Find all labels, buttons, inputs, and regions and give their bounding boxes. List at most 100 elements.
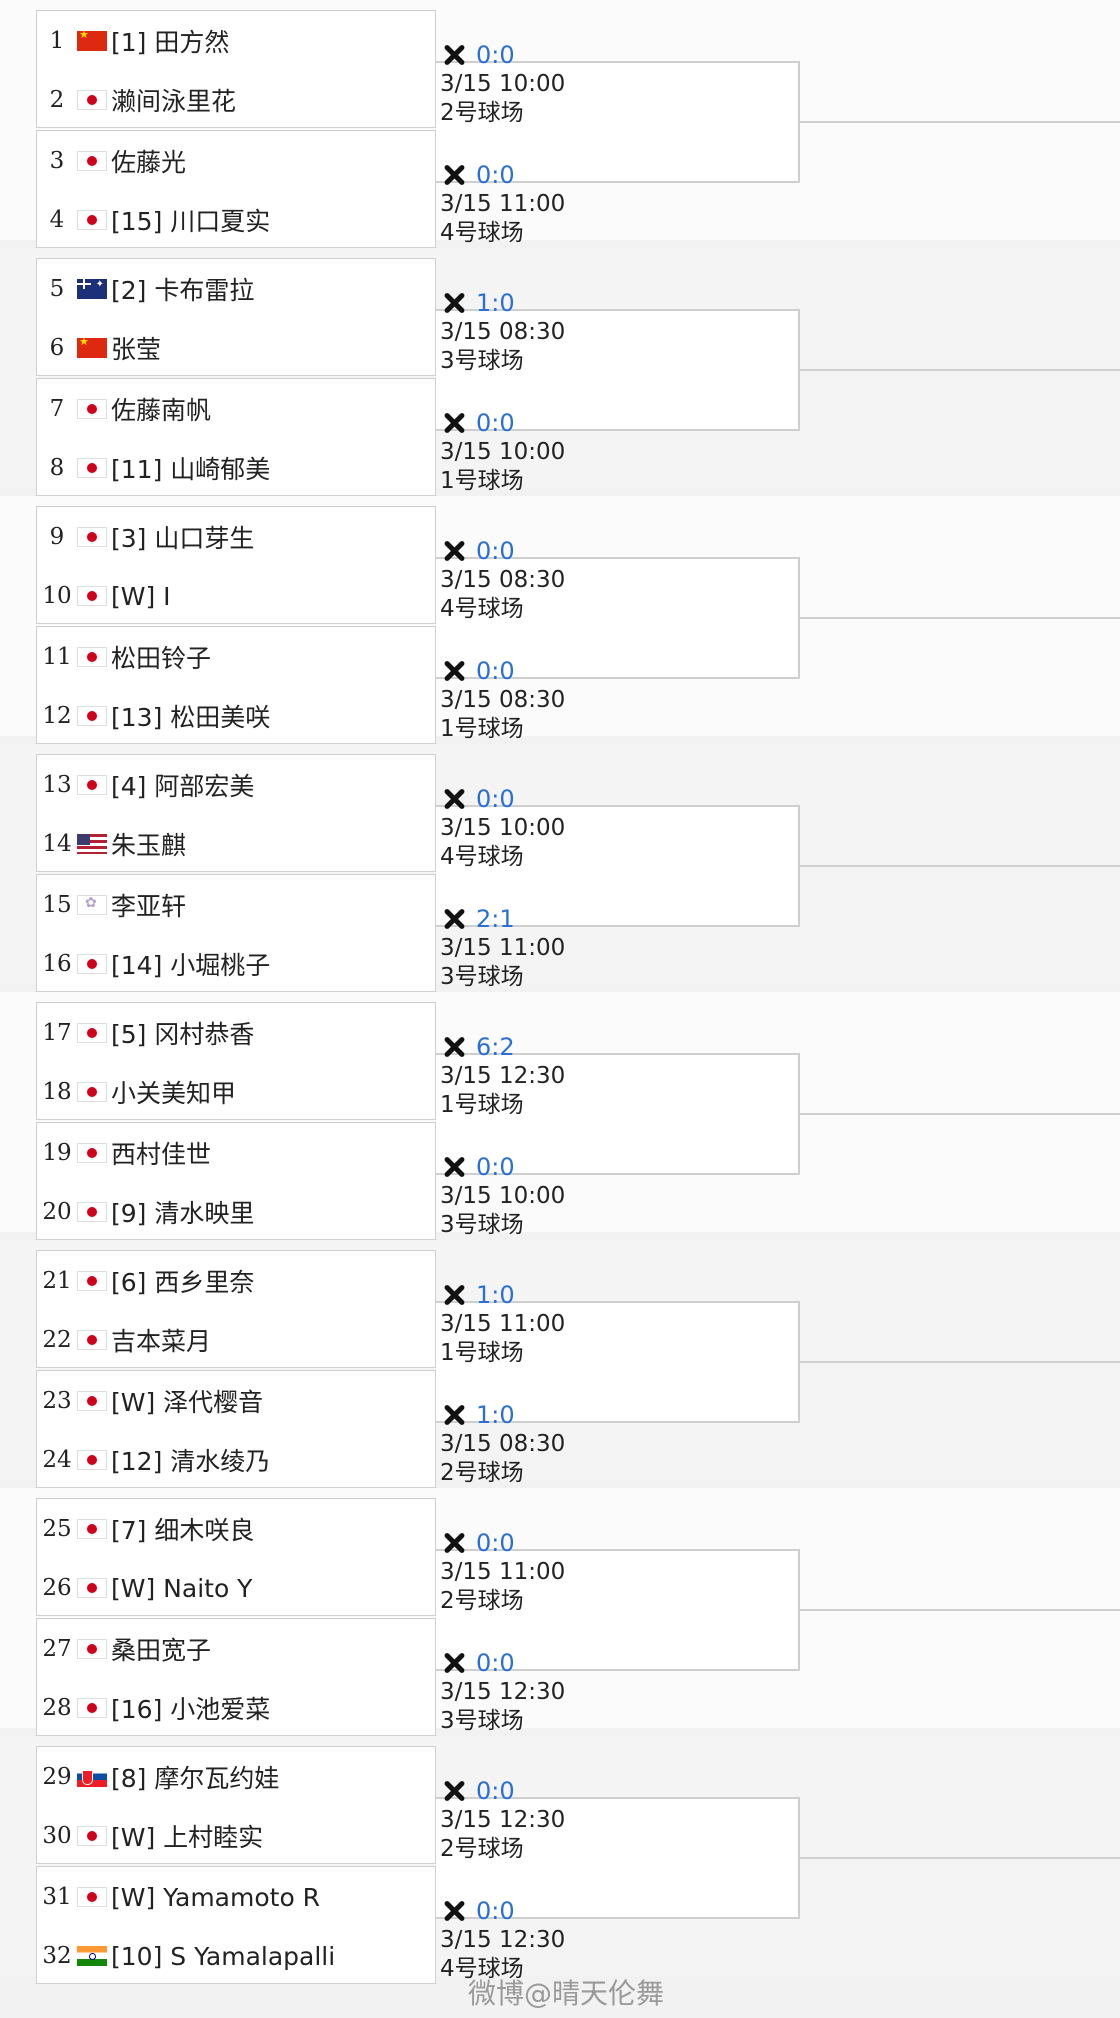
flag-icon (77, 1519, 107, 1539)
match-score: 0:0 (476, 537, 515, 565)
player-row[interactable]: 28 [16] 小池爱菜 (37, 1678, 437, 1738)
player-row[interactable]: 14 朱玉麒 (37, 814, 437, 874)
match-card: 19 西村佳世 20 [9] 清水映里 (36, 1122, 436, 1240)
bracket-line (436, 805, 800, 927)
player-name: 小关美知甲 (111, 1079, 237, 1108)
draw-section: 25 [7] 细木咲良 26 [W] Naito Y 27 桑田宽子 28 [1… (0, 1488, 1120, 1736)
score-line: 2:1 (440, 904, 740, 934)
match-card: 5 [2] 卡布雷拉 6 张莹 (36, 258, 436, 376)
score-line: 0:0 (440, 1896, 740, 1926)
player-row[interactable]: 5 [2] 卡布雷拉 (37, 259, 437, 319)
draw-position: 28 (42, 1695, 72, 1721)
score-line: 0:0 (440, 784, 740, 814)
player-row[interactable]: 27 桑田宽子 (37, 1619, 437, 1679)
player-row[interactable]: 24 [12] 清水绫乃 (37, 1430, 437, 1490)
draw-position: 9 (49, 524, 65, 550)
player-row[interactable]: 16 [14] 小堀桃子 (37, 934, 437, 994)
match-info[interactable]: 0:0 3/15 12:30 3号球场 (440, 1648, 740, 1736)
draw-position: 4 (49, 207, 65, 233)
player-row[interactable]: 22 吉本菜月 (37, 1310, 437, 1370)
player-row[interactable]: 7 佐藤南帆 (37, 379, 437, 439)
player-row[interactable]: 2 濑间泳里花 (37, 70, 437, 130)
player-row[interactable]: 12 [13] 松田美咲 (37, 686, 437, 746)
player-row[interactable]: 13 [4] 阿部宏美 (37, 755, 437, 815)
player-name: [W] Yamamoto R (111, 1882, 321, 1912)
badminton-icon (440, 1282, 468, 1308)
player-row[interactable]: 3 佐藤光 (37, 131, 437, 191)
match-info[interactable]: 0:0 3/15 08:30 4号球场 (440, 536, 740, 624)
draw-position: 15 (42, 892, 72, 918)
match-court: 1号球场 (440, 1340, 524, 1366)
player-row[interactable]: 31 [W] Yamamoto R (37, 1867, 437, 1927)
match-score: 0:0 (476, 657, 515, 685)
bracket-line (436, 1053, 800, 1175)
flag-icon (77, 1887, 107, 1907)
match-score: 1:0 (476, 289, 515, 317)
draw-position: 25 (42, 1516, 72, 1542)
player-name: [13] 松田美咲 (111, 703, 271, 732)
player-row[interactable]: 4 [15] 川口夏实 (37, 190, 437, 250)
match-score: 0:0 (476, 1153, 515, 1181)
player-row[interactable]: 11 松田铃子 (37, 627, 437, 687)
player-name: [7] 细木咲良 (111, 1516, 255, 1545)
flag-icon (77, 1143, 107, 1163)
match-card: 1 [1] 田方然 2 濑间泳里花 (36, 10, 436, 128)
draw-position: 22 (42, 1327, 72, 1353)
flag-icon (77, 1698, 107, 1718)
match-info[interactable]: 0:0 3/15 10:00 4号球场 (440, 784, 740, 872)
draw-position: 27 (42, 1636, 72, 1662)
player-name: 松田铃子 (111, 644, 212, 673)
player-row[interactable]: 21 [6] 西乡里奈 (37, 1251, 437, 1311)
player-row[interactable]: 1 [1] 田方然 (37, 11, 437, 71)
player-row[interactable]: 8 [11] 山崎郁美 (37, 438, 437, 498)
match-card: 11 松田铃子 12 [13] 松田美咲 (36, 626, 436, 744)
player-name: 张莹 (111, 335, 162, 364)
player-row[interactable]: 25 [7] 细木咲良 (37, 1499, 437, 1559)
match-info[interactable]: 1:0 3/15 11:00 1号球场 (440, 1280, 740, 1368)
match-info[interactable]: 0:0 3/15 11:00 4号球场 (440, 160, 740, 248)
match-info[interactable]: 2:1 3/15 11:00 3号球场 (440, 904, 740, 992)
match-court: 4号球场 (440, 220, 524, 246)
match-info[interactable]: 1:0 3/15 08:30 2号球场 (440, 1400, 740, 1488)
draw-position: 2 (49, 87, 65, 113)
bracket-connector (800, 121, 1120, 123)
player-row[interactable]: 10 [W] I (37, 566, 437, 626)
match-info[interactable]: 0:0 3/15 08:30 1号球场 (440, 656, 740, 744)
match-info[interactable]: 0:0 3/15 11:00 2号球场 (440, 1528, 740, 1616)
player-name: [5] 冈村恭香 (111, 1020, 255, 1049)
match-info[interactable]: 1:0 3/15 08:30 3号球场 (440, 288, 740, 376)
match-info[interactable]: 0:0 3/15 12:30 2号球场 (440, 1776, 740, 1864)
score-line: 1:0 (440, 1400, 740, 1430)
match-time: 3/15 10:00 (440, 1183, 566, 1209)
player-row[interactable]: 9 [3] 山口芽生 (37, 507, 437, 567)
player-row[interactable]: 20 [9] 清水映里 (37, 1182, 437, 1242)
match-info[interactable]: 6:2 3/15 12:30 1号球场 (440, 1032, 740, 1120)
player-row[interactable]: 17 [5] 冈村恭香 (37, 1003, 437, 1063)
player-row[interactable]: 19 西村佳世 (37, 1123, 437, 1183)
match-info[interactable]: 0:0 3/15 10:00 2号球场 (440, 40, 740, 128)
player-row[interactable]: 15 李亚轩 (37, 875, 437, 935)
player-row[interactable]: 6 张莹 (37, 318, 437, 378)
player-name: [10] S Yamalapalli (111, 1941, 336, 1971)
match-info[interactable]: 0:0 3/15 10:00 3号球场 (440, 1152, 740, 1240)
draw-position: 14 (42, 831, 72, 857)
draw-position: 24 (42, 1447, 72, 1473)
match-info[interactable]: 0:0 3/15 12:30 4号球场 (440, 1896, 740, 1984)
player-row[interactable]: 29 [8] 摩尔瓦约娃 (37, 1747, 437, 1807)
draw-position: 18 (42, 1079, 72, 1105)
player-row[interactable]: 23 [W] 泽代樱音 (37, 1371, 437, 1431)
match-card: 29 [8] 摩尔瓦约娃 30 [W] 上村睦实 (36, 1746, 436, 1864)
player-name: [W] I (111, 581, 171, 611)
player-row[interactable]: 32 [10] S Yamalapalli (37, 1926, 437, 1986)
score-line: 1:0 (440, 1280, 740, 1310)
player-row[interactable]: 18 小关美知甲 (37, 1062, 437, 1122)
player-row[interactable]: 26 [W] Naito Y (37, 1558, 437, 1618)
match-time: 3/15 11:00 (440, 1559, 566, 1585)
bracket-connector (800, 369, 1120, 371)
player-row[interactable]: 30 [W] 上村睦实 (37, 1806, 437, 1866)
score-line: 1:0 (440, 288, 740, 318)
badminton-icon (440, 1034, 468, 1060)
player-name: [W] 上村睦实 (111, 1823, 264, 1852)
match-info[interactable]: 0:0 3/15 10:00 1号球场 (440, 408, 740, 496)
